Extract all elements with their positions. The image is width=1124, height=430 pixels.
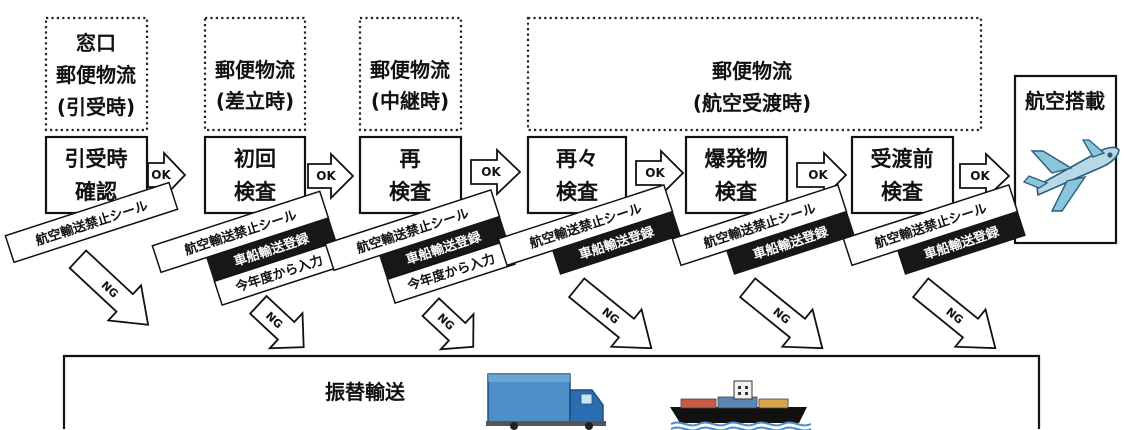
airplane-icon xyxy=(1022,139,1120,212)
step-second-recheck-box xyxy=(526,135,628,215)
phase-relay-line-2: (中継時) xyxy=(371,89,449,113)
phase-air-handover-group: 郵便物流 (航空受渡時) xyxy=(526,16,983,132)
phase-relay-group: 郵便物流 (中継時) xyxy=(358,16,463,132)
phase-air-handover-line-2: (航空受渡時) xyxy=(693,91,811,115)
ng-arrow-2: NG xyxy=(248,294,305,350)
step-recheck-box xyxy=(358,135,463,215)
ok-arrow-3-label: OK xyxy=(481,165,501,179)
step-pre-handover-group: 受渡前 検査 xyxy=(850,135,955,215)
ship-icon xyxy=(670,380,812,430)
phase-counter-line-1: 窓口 xyxy=(76,31,116,55)
ok-arrow-4-label: OK xyxy=(645,166,665,180)
air-loading-label: 航空搭載 xyxy=(1025,89,1105,113)
ng-arrow-4: NG xyxy=(567,277,653,350)
ok-arrow-2-label: OK xyxy=(316,169,336,183)
phase-counter-group: 窓口 郵便物流 (引受時) xyxy=(44,16,149,132)
phase-relay-line-1: 郵便物流 xyxy=(370,58,450,82)
step-acceptance-line-1: 引受時 xyxy=(65,147,128,171)
step-recheck-line-2: 検査 xyxy=(389,180,431,204)
air-loading-group: 航空搭載 xyxy=(1013,74,1120,245)
phase-air-handover-line-1: 郵便物流 xyxy=(712,59,792,83)
ng-arrow-6: NG xyxy=(911,277,997,350)
ok-arrow-4: OK xyxy=(635,148,685,198)
step-acceptance-line-2: 確認 xyxy=(75,180,117,204)
phase-counter-line-3: (引受時) xyxy=(57,95,135,119)
step-recheck-line-1: 再 xyxy=(400,147,421,171)
phase-air-handover-box xyxy=(526,16,983,132)
phase-relay-box xyxy=(358,16,463,132)
truck-icon xyxy=(486,373,606,430)
vehicle-ship-registration-slip-3 xyxy=(552,210,681,275)
step-second-recheck-line-2: 検査 xyxy=(556,180,598,204)
ng-arrow-5: NG xyxy=(738,277,824,350)
ok-arrow-2: OK xyxy=(307,151,355,201)
step-pre-handover-line-1: 受渡前 xyxy=(871,147,934,171)
step-explosive-box xyxy=(684,135,789,215)
step-explosive-line-2: 検査 xyxy=(715,180,757,204)
phase-dispatch-group: 郵便物流 (差立時) xyxy=(203,16,307,132)
phase-dispatch-line-1: 郵便物流 xyxy=(215,58,295,82)
vehicle-ship-registration-slip-5 xyxy=(897,210,1026,275)
phase-dispatch-line-2: (差立時) xyxy=(216,89,294,113)
step-explosive-line-1: 爆発物 xyxy=(705,147,768,171)
step-initial-line-2: 検査 xyxy=(234,180,276,204)
alternative-transport-label: 振替輸送 xyxy=(325,380,406,404)
step-acceptance-box xyxy=(44,135,149,215)
step-second-recheck-line-1: 再々 xyxy=(556,147,598,171)
ng-arrow-1: NG xyxy=(68,249,150,326)
recheck-label-stack: 航空輸送禁止シール 車船輸送登録 今年度から入力 xyxy=(324,189,516,305)
ok-arrow-1-label: OK xyxy=(151,168,171,182)
ok-arrow-5-label: OK xyxy=(808,168,828,182)
step-acceptance-group: 引受時 確認 xyxy=(44,135,149,215)
phase-counter-box xyxy=(44,16,149,132)
step-pre-handover-box xyxy=(850,135,955,215)
ok-arrow-6-label: OK xyxy=(970,169,990,183)
step-explosive-group: 爆発物 検査 xyxy=(684,135,789,215)
step-recheck-group: 再 検査 xyxy=(358,135,463,215)
phase-counter-line-2: 郵便物流 xyxy=(56,63,136,87)
step-pre-handover-line-2: 検査 xyxy=(881,180,923,204)
ng-arrow-3: NG xyxy=(421,297,475,351)
step-initial-line-1: 初回 xyxy=(234,147,276,171)
alternative-transport-group: 振替輸送 xyxy=(62,354,1041,430)
step-second-recheck-group: 再々 検査 xyxy=(526,135,628,215)
initial-label-stack: 航空輸送禁止シール 車船輸送登録 今年度から入力 xyxy=(151,190,345,307)
air-ban-seal-slip-1 xyxy=(4,181,179,264)
vehicle-ship-registration-slip-4 xyxy=(726,210,855,275)
phase-dispatch-box xyxy=(203,16,307,132)
ok-arrow-6: OK xyxy=(959,151,1011,201)
ok-arrow-3: OK xyxy=(470,147,522,197)
